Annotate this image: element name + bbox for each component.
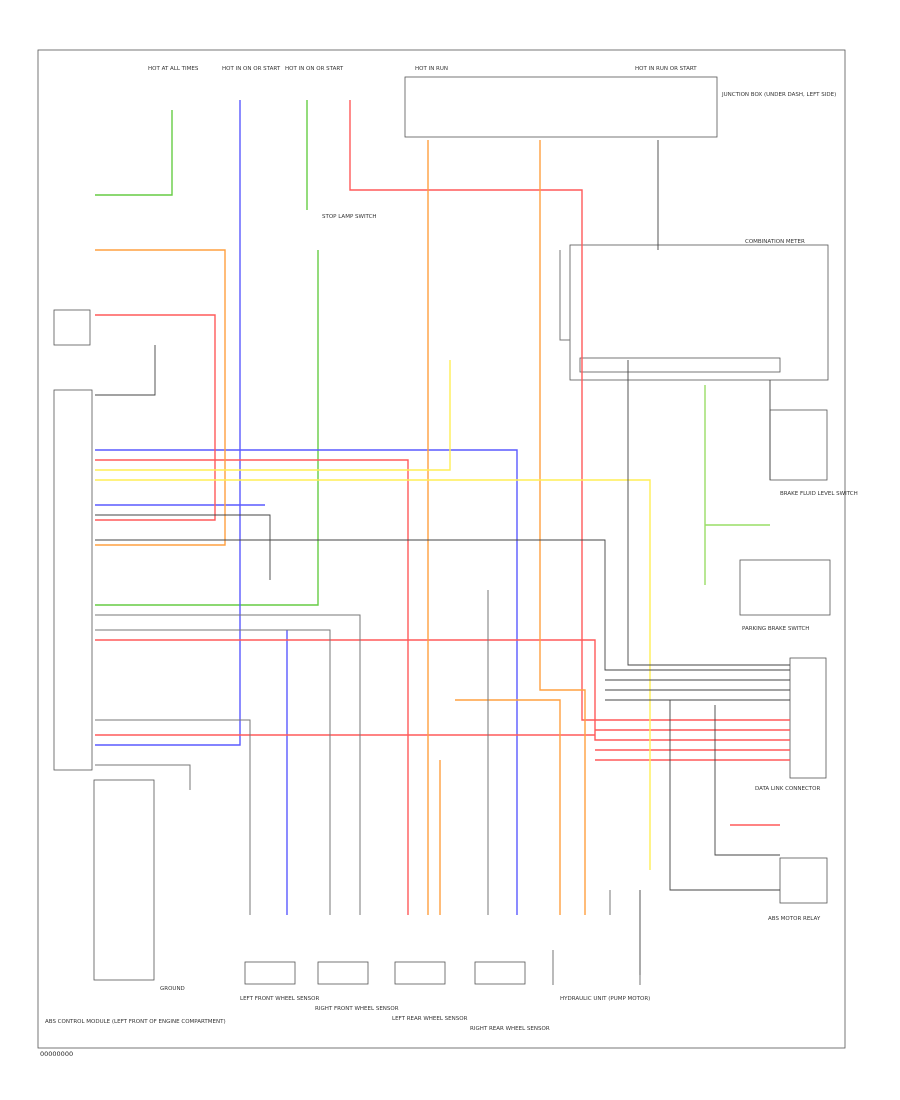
abs-internal-box [93, 779, 155, 981]
combination-meter [569, 244, 829, 381]
sensor-left-rear [394, 961, 446, 985]
combination-meter-label: COMBINATION METER [745, 239, 805, 245]
sensor-rf-label: RIGHT FRONT WHEEL SENSOR [315, 1006, 399, 1012]
abs-control-label: ABS CONTROL MODULE (LEFT FRONT OF ENGINE… [45, 1019, 226, 1025]
sensor-right-rear [474, 961, 526, 985]
sensor-left-front [244, 961, 296, 985]
wire-green-1 [95, 110, 173, 196]
source-label-1: HOT AT ALL TIMES [148, 66, 199, 72]
wire-black-7 [669, 700, 780, 891]
wire-black-2 [95, 539, 790, 671]
wire-orange-2 [539, 140, 586, 915]
wire-orange-4 [455, 699, 561, 915]
meter-connector [579, 357, 781, 373]
parking-brake-label: PARKING BRAKE SWITCH [742, 626, 809, 632]
wire-gray-2 [95, 629, 331, 915]
wire-black-12 [95, 345, 156, 396]
data-link-label: DATA LINK CONNECTOR [755, 786, 820, 792]
sensor-rr-label: RIGHT REAR WHEEL SENSOR [470, 1026, 550, 1032]
hydraulic-unit-brackets [552, 950, 641, 985]
ground-note: GROUND [160, 986, 185, 992]
wire-black-3 [627, 360, 790, 666]
source-label-3: HOT IN ON OR START [285, 66, 344, 72]
source-label-5: HOT IN RUN OR START [635, 66, 697, 72]
data-link-connector [789, 657, 827, 779]
sensor-right-front [317, 961, 369, 985]
wire-red-3 [95, 639, 790, 741]
hydraulic-unit-label: HYDRAULIC UNIT (PUMP MOTOR) [560, 996, 650, 1002]
junction-box-fuses [404, 76, 718, 138]
wire-gray-3 [95, 719, 251, 915]
wire-blue-2 [95, 449, 518, 915]
sensor-lr-label: LEFT REAR WHEEL SENSOR [392, 1016, 468, 1022]
stop-lamp-label: STOP LAMP SWITCH [322, 214, 377, 220]
wire-black-8 [714, 705, 780, 856]
motor-relay-label: ABS MOTOR RELAY [768, 916, 821, 922]
wire-gray-4 [95, 764, 191, 790]
wire-green-3 [95, 250, 319, 606]
junction-box-label: JUNCTION BOX (UNDER DASH, LEFT SIDE) [721, 92, 836, 98]
wire-gray-6 [559, 250, 570, 341]
wire-blue-1 [95, 100, 241, 746]
source-label-2: HOT IN ON OR START [222, 66, 281, 72]
brake-fluid-label: BRAKE FLUID LEVEL SWITCH [780, 491, 858, 497]
wire-red-2 [95, 314, 216, 521]
wire-red-5 [95, 459, 409, 915]
left-relay-box [53, 309, 91, 346]
wire-gray-1 [95, 614, 361, 915]
wire-yellow-1 [95, 360, 451, 471]
wire-yellow-2 [95, 479, 651, 870]
diagram-border [37, 49, 846, 1049]
parking-brake-box [739, 559, 831, 616]
wire-red-1 [349, 100, 790, 721]
wire-black-1 [95, 514, 271, 580]
sensor-lf-label: LEFT FRONT WHEEL SENSOR [240, 996, 319, 1002]
footer-code: 00000000 [40, 1050, 73, 1058]
source-label-4: HOT IN RUN [415, 66, 448, 72]
wire-orange-3 [95, 249, 226, 546]
motor-relay-box [779, 857, 828, 904]
brake-fluid-switch-box [769, 409, 828, 481]
abs-control-connector [53, 389, 93, 771]
